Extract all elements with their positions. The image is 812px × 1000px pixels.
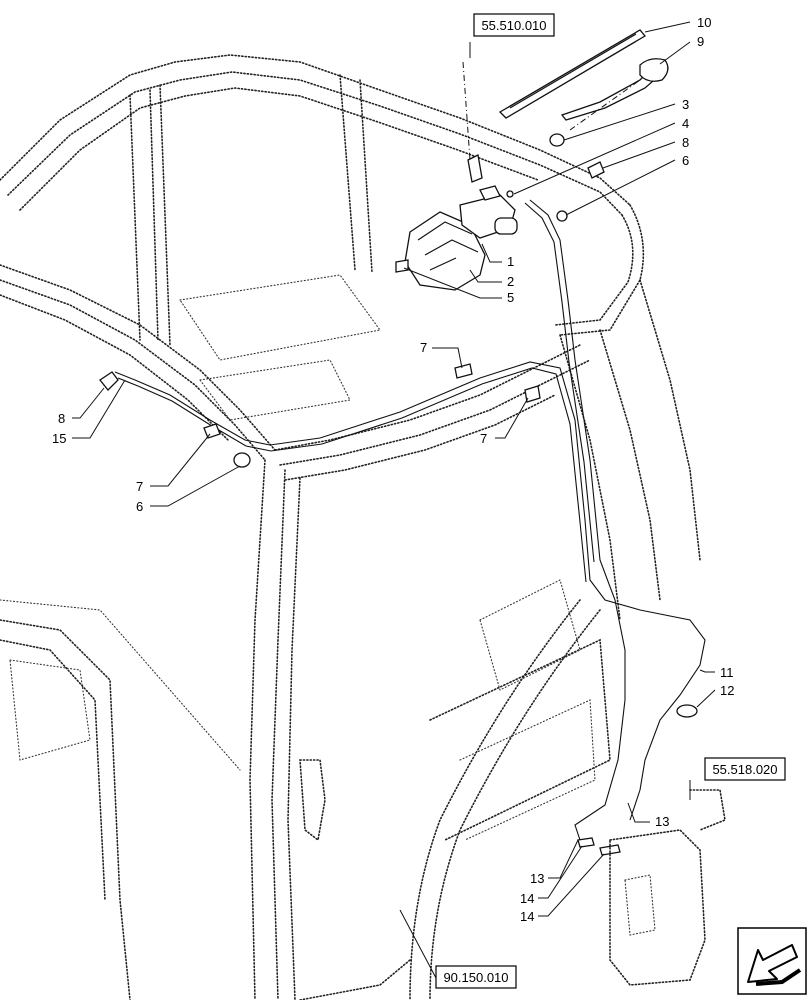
leader-lines xyxy=(72,21,716,979)
callout-3: 3 xyxy=(682,97,689,112)
callout-4: 4 xyxy=(682,116,689,131)
callout-7-right: 7 xyxy=(480,431,487,446)
callout-14b: 14 xyxy=(520,909,534,924)
connector-part-14b xyxy=(599,844,621,856)
callout-13-right: 13 xyxy=(655,814,669,829)
callout-8-left: 8 xyxy=(58,411,65,426)
callout-14a: 14 xyxy=(520,891,534,906)
grommet-part-3 xyxy=(549,133,565,147)
nozzle-part-8-left xyxy=(99,371,119,391)
cab-frame xyxy=(0,54,701,1000)
reference-90-150-010[interactable]: 90.150.010 xyxy=(435,965,517,989)
reference-90-150-010-text: 90.150.010 xyxy=(443,970,508,985)
callout-10: 10 xyxy=(697,15,711,30)
connector-part-14a xyxy=(577,837,595,848)
grommet-part-6-left xyxy=(233,452,251,468)
callout-6-top: 6 xyxy=(682,153,689,168)
clip-part-7-mid xyxy=(454,363,473,379)
callout-15: 15 xyxy=(52,431,66,446)
clip-part-7-right xyxy=(524,385,541,403)
callout-11: 11 xyxy=(720,665,734,680)
reference-55-518-020-text: 55.518.020 xyxy=(712,762,777,777)
reference-55-510-010[interactable]: 55.510.010 xyxy=(473,13,555,37)
callout-2: 2 xyxy=(507,274,514,289)
clip-part-7-left xyxy=(203,423,221,439)
callout-8-top: 8 xyxy=(682,135,689,150)
nozzle-part-8-top xyxy=(587,161,605,179)
callout-12: 12 xyxy=(720,683,734,698)
callout-1: 1 xyxy=(507,254,514,269)
wiper-blade xyxy=(498,29,646,119)
wiper-motor xyxy=(404,154,518,291)
callout-7-left: 7 xyxy=(136,479,143,494)
washer-reservoir xyxy=(609,789,726,986)
arrow-icon[interactable] xyxy=(737,927,807,995)
reference-55-510-010-text: 55.510.010 xyxy=(481,18,546,33)
grommet-part-12 xyxy=(676,704,698,718)
reference-55-518-020[interactable]: 55.518.020 xyxy=(704,757,786,781)
washer-hoses xyxy=(114,199,706,841)
callout-13-left: 13 xyxy=(530,871,544,886)
screw-part-5 xyxy=(395,259,409,273)
nozzle-part-4 xyxy=(506,190,514,198)
clip-part-6-top xyxy=(556,210,568,222)
callout-labels: 10 9 3 4 8 6 1 2 5 7 8 15 7 6 7 11 12 13… xyxy=(52,15,734,924)
callout-9: 9 xyxy=(697,34,704,49)
callout-7-mid: 7 xyxy=(420,340,427,355)
wiper-arm xyxy=(560,58,669,121)
callout-5: 5 xyxy=(507,290,514,305)
callout-6-left: 6 xyxy=(136,499,143,514)
